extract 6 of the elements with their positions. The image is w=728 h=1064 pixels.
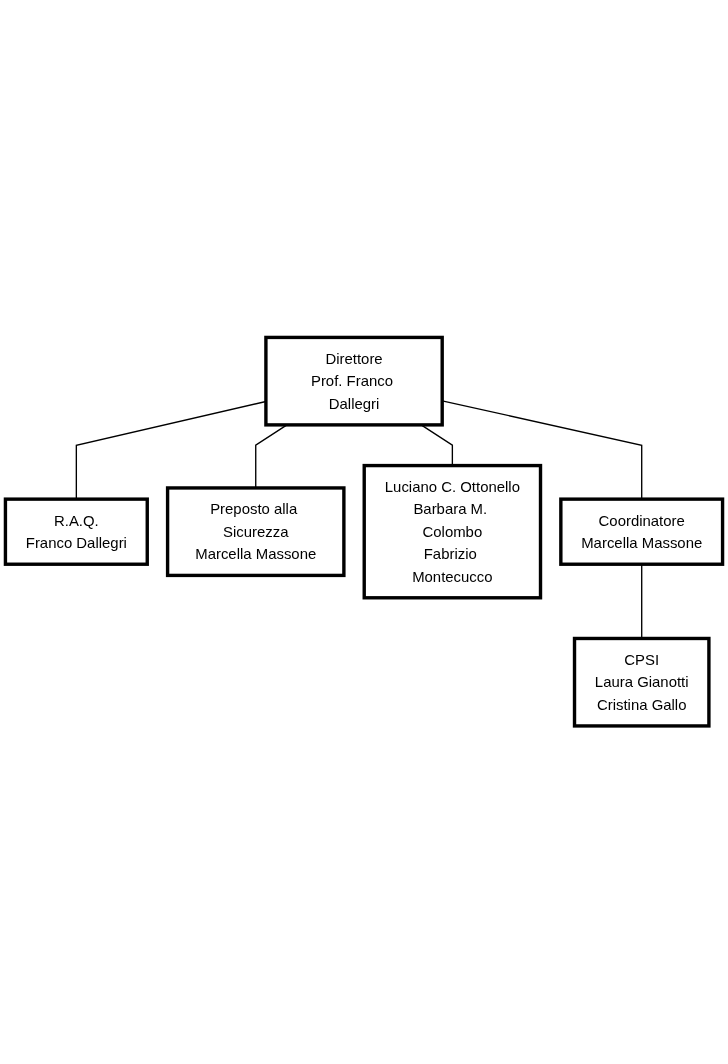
- node-box: R.A.Q. Franco Dallegri: [3, 497, 149, 567]
- node-box: Direttore Prof. Franco Dallegri: [264, 336, 444, 427]
- node-box: CPSI Laura Gianotti Cristina Gallo: [572, 637, 711, 728]
- node-box: Coordinatore Marcella Massone: [559, 497, 725, 567]
- node-box: Luciano C. Ottonello Barbara M. Colombo Fabrizio Montecucco: [362, 464, 543, 600]
- node-box: Preposto alla Sicurezza Marcella Massone: [165, 486, 346, 578]
